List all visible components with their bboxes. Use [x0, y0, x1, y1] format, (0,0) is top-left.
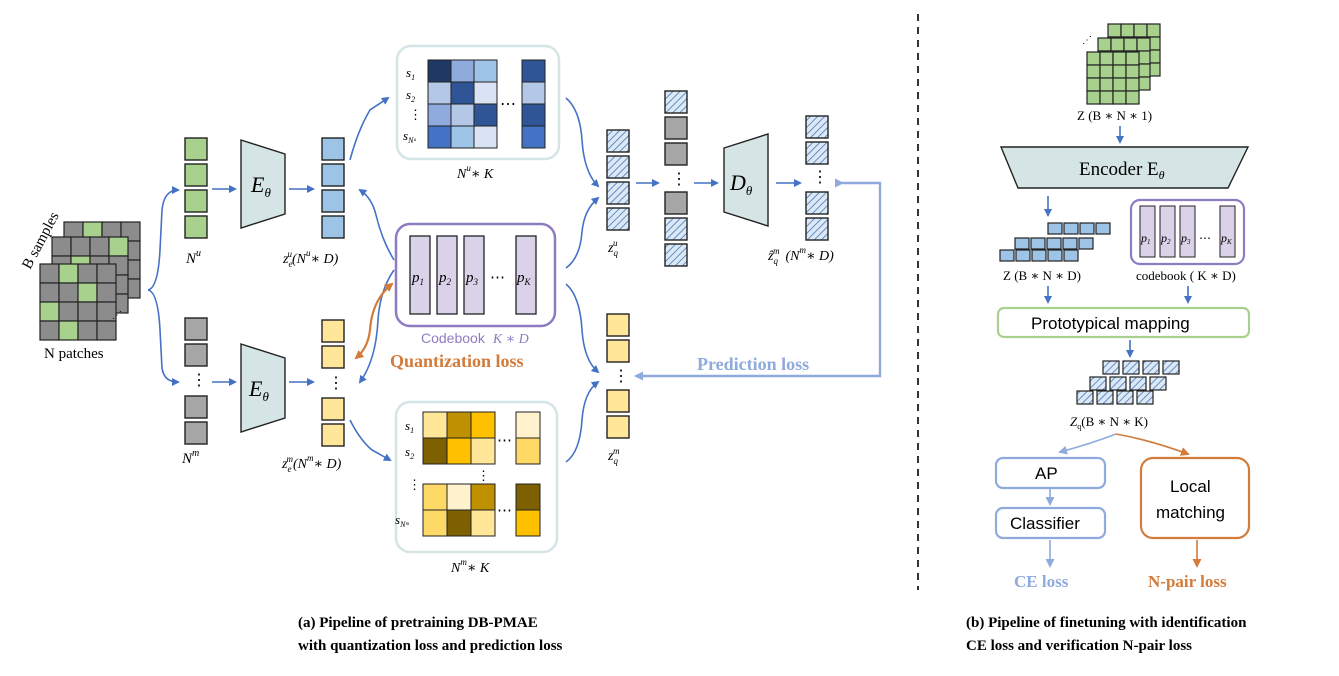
svg-text:⋮: ⋮ — [409, 107, 422, 122]
prediction-loss-label: Prediction loss — [697, 354, 809, 374]
svg-text:⋯: ⋯ — [490, 270, 505, 286]
caption-a-line1: (a) Pipeline of pretraining DB-PMAE — [298, 615, 538, 631]
svg-text:⋰: ⋰ — [112, 310, 122, 321]
masked-vdots: ⋮ — [191, 372, 207, 389]
prototypical-mapping-box: Prototypical mapping — [996, 306, 1251, 339]
quant-loss-arrow — [354, 282, 394, 360]
right-z-feat-label: Z (B ∗ N ∗ D) — [1003, 268, 1081, 283]
zq-m-vdots: ⋮ — [613, 368, 629, 385]
masked-tokens — [184, 317, 208, 445]
svg-text:AP: AP — [1035, 464, 1058, 483]
sm-dim-label: Nm∗ K — [450, 557, 490, 576]
similarity-matrix-m: ⋯ ⋯ ⋮ s1 s2 ⋮ sNᵐ — [394, 400, 559, 554]
svg-text:⋯: ⋯ — [497, 503, 512, 519]
svg-text:matching: matching — [1156, 503, 1225, 522]
right-encoder: Encoder Eθ — [999, 146, 1250, 189]
svg-text:⋯: ⋯ — [1199, 231, 1211, 245]
right-zq-label: Zq(B ∗ N ∗ K) — [1070, 414, 1148, 431]
svg-text:s1: s1 — [406, 65, 415, 82]
classifier-box: Classifier — [994, 506, 1107, 540]
combined-vdots: ⋮ — [671, 171, 687, 188]
svg-text:sNᵐ: sNᵐ — [395, 512, 409, 529]
svg-text:⋰: ⋰ — [1082, 35, 1092, 46]
svg-text:Eθ: Eθ — [248, 376, 269, 404]
ce-loss-label: CE loss — [1014, 572, 1069, 591]
branch-arrow-up — [147, 186, 180, 291]
ze-u-label: zeu(Nu∗ D) — [282, 248, 339, 269]
svg-text:p2: p2 — [1160, 231, 1171, 246]
encoder-bottom: Eθ — [240, 343, 286, 433]
right-input-stack: ⋰ — [1082, 23, 1161, 105]
zq-u-tokens — [606, 129, 630, 231]
right-z-input-label: Z (B ∗ N ∗ 1) — [1077, 108, 1152, 123]
svg-text:⋮: ⋮ — [408, 477, 421, 492]
visible-tokens — [184, 137, 208, 239]
right-codebook-label: codebook ( K ∗ D) — [1136, 268, 1236, 283]
nu-label: Nu — [185, 248, 201, 267]
prediction-loss-arrow — [634, 178, 882, 381]
zhat-label: ẑqm(Nm∗ D) — [767, 245, 834, 266]
svg-text:p3: p3 — [1180, 231, 1191, 246]
svg-text:s2: s2 — [405, 444, 414, 461]
svg-text:Local: Local — [1170, 477, 1211, 496]
svg-text:⋯: ⋯ — [500, 96, 516, 113]
right-codebook: p1 p2 p3 pK ⋯ — [1129, 198, 1246, 266]
ze-m-tokens — [321, 319, 345, 447]
svg-text:⋯: ⋯ — [497, 433, 512, 449]
reconstructed-vdots: ⋮ — [812, 169, 828, 186]
n-patches-label: N patches — [44, 346, 104, 362]
input-patch-stack: ⋰ — [39, 221, 141, 341]
encoder-top: Eθ — [240, 139, 286, 229]
ze-m-label: zem(Nm∗ D) — [281, 453, 342, 474]
su-dim-label: Nu∗ K — [456, 163, 494, 182]
svg-text:s2: s2 — [406, 87, 415, 104]
svg-text:Encoder Eθ: Encoder Eθ — [1079, 159, 1165, 182]
right-feature-tensor — [999, 222, 1111, 262]
right-quantized-tensor — [1076, 360, 1180, 405]
codebook-block: p1 p2 p3 pK ⋯ — [394, 222, 557, 328]
similarity-matrix-u: ⋯ s1 s2 ⋮ sNᵘ — [395, 44, 561, 161]
svg-text:p2: p2 — [438, 270, 452, 287]
svg-text:⋮: ⋮ — [477, 468, 490, 483]
svg-text:sNᵘ: sNᵘ — [403, 128, 416, 145]
n-pair-loss-label: N-pair loss — [1148, 572, 1227, 591]
branch-arrow-down — [147, 289, 180, 386]
zq-m-label: zqm — [607, 446, 620, 466]
quantization-loss-label: Quantization loss — [390, 351, 524, 371]
ze-u-tokens — [321, 137, 345, 239]
ap-box: AP — [994, 456, 1107, 490]
nm-label: Nm — [181, 448, 199, 467]
svg-text:p1: p1 — [411, 270, 424, 287]
local-matching-box: Local matching — [1139, 456, 1251, 540]
caption-a-line2: with quantization loss and prediction lo… — [298, 638, 563, 654]
svg-text:p1: p1 — [1140, 231, 1151, 246]
svg-text:Prototypical mapping: Prototypical mapping — [1031, 314, 1190, 333]
zq-m-tokens — [606, 313, 630, 439]
svg-text:pK: pK — [1220, 231, 1232, 246]
zq-u-label: zqu — [607, 238, 618, 258]
caption-b-line1: (b) Pipeline of finetuning with identifi… — [966, 615, 1247, 631]
svg-text:Classifier: Classifier — [1010, 514, 1080, 533]
caption-b-line2: CE loss and verification N-pair loss — [966, 638, 1192, 654]
decoder: Dθ — [723, 133, 769, 227]
svg-text:p3: p3 — [465, 270, 479, 287]
svg-text:pK: pK — [516, 270, 532, 287]
svg-text:s1: s1 — [405, 418, 414, 435]
ze-m-vdots: ⋮ — [328, 375, 344, 392]
svg-text:Eθ: Eθ — [250, 172, 271, 200]
